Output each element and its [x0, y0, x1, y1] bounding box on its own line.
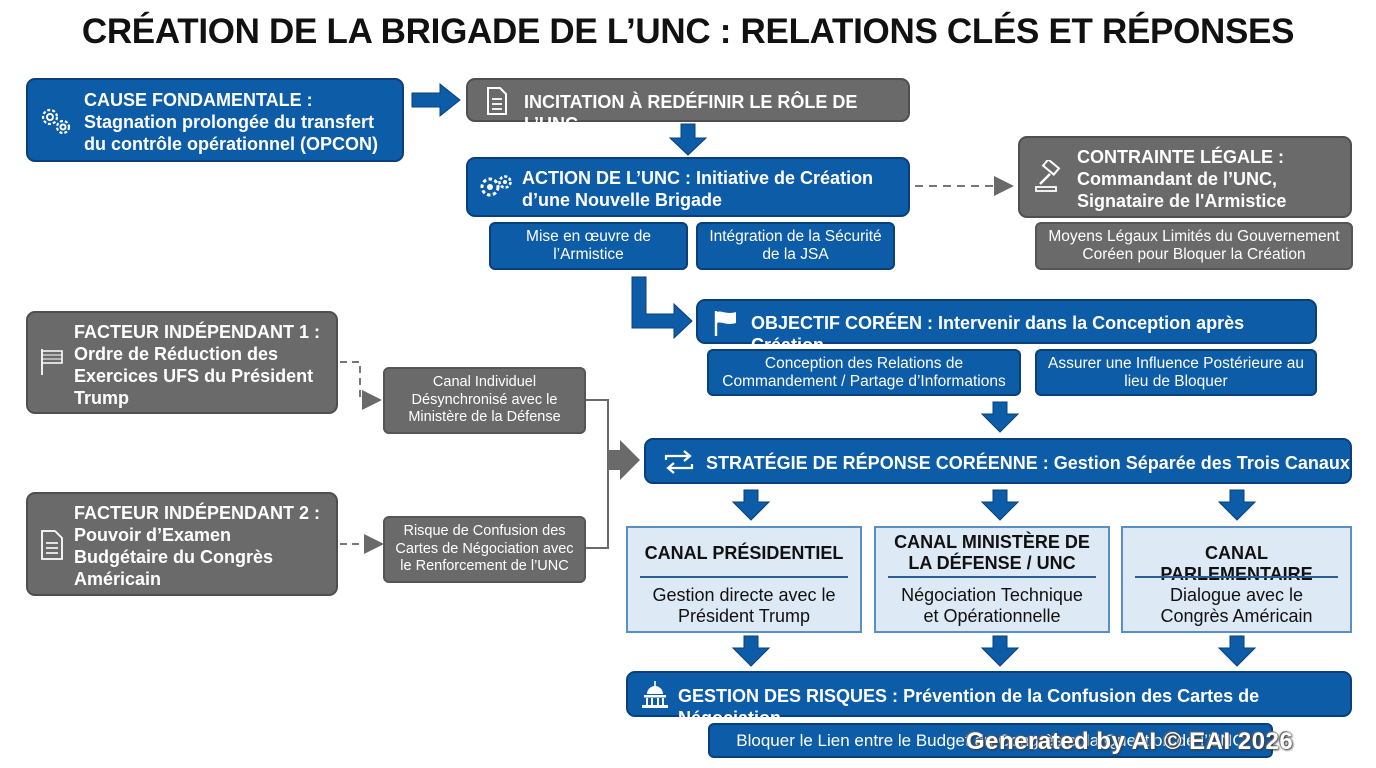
channel-desc: Gestion directe avec le Président Trump — [652, 585, 836, 626]
action-sub-jsa: Intégration de la Sécurité de la JSA — [696, 222, 895, 270]
objectif-line: OBJECTIF CORÉEN : Intervenir dans la Con… — [751, 312, 1315, 356]
channel-divider — [1135, 576, 1338, 578]
channel-desc: Dialogue avec le Congrès Américain — [1160, 585, 1313, 626]
canal-individuel-box: Canal Individuel Désynchronisé avec le M… — [383, 367, 586, 434]
cause-label: CAUSE FONDAMENTALE : — [84, 90, 313, 110]
contrainte-line2: Commandant de l’UNC, — [1077, 169, 1278, 189]
gears-icon — [41, 108, 71, 135]
flag-icon — [41, 349, 63, 375]
facteur2-line3: Budgétaire du Congrès — [74, 547, 274, 567]
facteur1-line2: Ordre de Réduction des — [74, 344, 279, 364]
facteur1-line3: Exercices UFS du Président — [74, 366, 314, 386]
arrow-strat-ch2 — [980, 489, 1020, 521]
risques-sub: Bloquer le Lien entre le Budget du Congr… — [708, 723, 1273, 758]
merge-lines — [586, 399, 609, 549]
cause-line2: Stagnation prolongée du transfert — [84, 112, 375, 132]
facteur2-line2: Pouvoir d’Examen — [74, 525, 232, 545]
gavel-icon — [1035, 160, 1061, 192]
gears-icon — [480, 175, 512, 197]
channel-title: CANAL PRÉSIDENTIEL — [644, 543, 844, 563]
action-head: ACTION DE L’UNC : — [522, 168, 691, 188]
channel-divider — [888, 576, 1096, 578]
strategie-rest: Gestion Séparée des Trois Canaux — [1053, 453, 1350, 473]
capitol-icon — [642, 681, 668, 708]
watermark: Generated by AI © EAI 2026 — [966, 728, 1294, 755]
action-box: ACTION DE L’UNC : Initiative de Création… — [466, 157, 910, 217]
strategie-line: STRATÉGIE DE RÉPONSE CORÉENNE : Gestion … — [706, 452, 1350, 474]
channel-ministere: CANAL MINISTÈRE DE LA DÉFENSE / UNC Négo… — [874, 526, 1110, 633]
channel-title: CANAL MINISTÈRE DE LA DÉFENSE / UNC — [894, 532, 1090, 573]
action-rest: Initiative de Création — [696, 168, 874, 188]
objectif-sub-influence: Assurer une Influence Postérieure au lie… — [1035, 349, 1317, 396]
contrainte-line1: CONTRAINTE LÉGALE : — [1077, 147, 1284, 167]
channel-desc: Négociation Technique et Opérationnelle — [901, 585, 1083, 626]
strategie-box: STRATÉGIE DE RÉPONSE CORÉENNE : Gestion … — [644, 438, 1352, 484]
facteur1-line1: FACTEUR INDÉPENDANT 1 : — [74, 322, 321, 342]
exchange-arrows-icon — [664, 450, 694, 474]
flag-icon — [714, 311, 736, 336]
arrow-action-objectif — [631, 276, 693, 340]
risques-box: GESTION DES RISQUES : Prévention de la C… — [626, 671, 1352, 728]
channel-presidentiel: CANAL PRÉSIDENTIEL Gestion directe avec … — [626, 526, 862, 633]
action-line2: d’une Nouvelle Brigade — [522, 190, 723, 210]
cause-line3: du contrôle opérationnel (OPCON) — [84, 134, 379, 154]
channel-divider — [640, 576, 848, 578]
facteur1-line4: Trump — [74, 388, 130, 408]
arrow-strat-ch1 — [731, 489, 771, 521]
action-sub-armistice: Mise en œuvre de l’Armistice — [489, 222, 688, 270]
cause-box: CAUSE FONDAMENTALE : Stagnation prolongé… — [26, 78, 404, 162]
channel-parlementaire: CANAL PARLEMENTAIRE Dialogue avec le Con… — [1121, 526, 1352, 633]
facteur2-box: FACTEUR INDÉPENDANT 2 : Pouvoir d’Examen… — [26, 492, 338, 596]
risques-head: GESTION DES RISQUES : — [678, 686, 899, 706]
action-line1: ACTION DE L’UNC : Initiative de Création — [522, 167, 873, 189]
dashed-facteur1 — [340, 361, 382, 410]
channel-title: CANAL PARLEMENTAIRE — [1160, 543, 1313, 584]
facteur1-box: FACTEUR INDÉPENDANT 1 : Ordre de Réducti… — [26, 311, 338, 414]
arrow-objectif-strategie — [980, 401, 1020, 433]
objectif-box: OBJECTIF CORÉEN : Intervenir dans la Con… — [696, 299, 1317, 355]
risque-confusion-box: Risque de Confusion des Cartes de Négoci… — [383, 516, 586, 583]
objectif-sub-conception: Conception des Relations de Commandement… — [707, 349, 1021, 396]
document-icon — [487, 87, 507, 115]
incitation-box: INCITATION À REDÉFINIR LE RÔLE DE L’UNC — [466, 78, 910, 134]
contrainte-line3: Signataire de l'Armistice — [1077, 191, 1287, 211]
document-icon — [41, 530, 63, 560]
facteur2-line1: FACTEUR INDÉPENDANT 2 : — [74, 503, 321, 523]
arrow-ch2-risk — [980, 635, 1020, 667]
arrow-ch3-risk — [1217, 635, 1257, 667]
contrainte-box: CONTRAINTE LÉGALE : Commandant de l’UNC,… — [1018, 136, 1352, 218]
objectif-head: OBJECTIF CORÉEN : — [751, 313, 934, 333]
facteur2-line4: Américain — [74, 569, 162, 589]
risques-line: GESTION DES RISQUES : Prévention de la C… — [678, 685, 1350, 729]
arrow-strat-ch3 — [1217, 489, 1257, 521]
page-title: CRÉATION DE LA BRIGADE DE L’UNC : RELATI… — [81, 12, 1295, 51]
contrainte-sub: Moyens Légaux Limités du Gouvernement Co… — [1035, 222, 1353, 270]
incitation-label: INCITATION À REDÉFINIR LE RÔLE DE L’UNC — [524, 92, 858, 134]
arrow-cause-incitation — [411, 82, 461, 118]
arrow-merge-strategie — [608, 440, 640, 480]
arrow-ch1-risk — [731, 635, 771, 667]
strategie-head: STRATÉGIE DE RÉPONSE CORÉENNE : — [706, 453, 1049, 473]
arrow-incitation-action — [668, 123, 708, 156]
